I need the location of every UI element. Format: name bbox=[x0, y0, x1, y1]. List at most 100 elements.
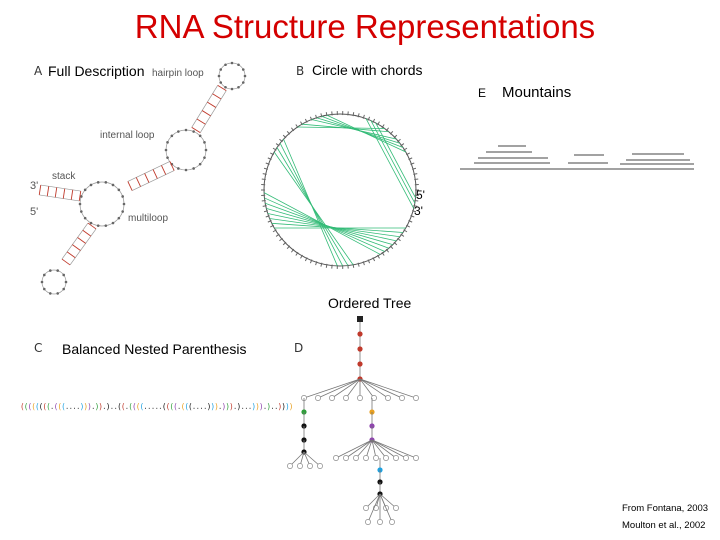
base-pair-chord bbox=[283, 138, 338, 267]
outer-stack-strand bbox=[39, 194, 80, 202]
parenthesis-char: ) bbox=[285, 402, 290, 411]
nucleotide bbox=[241, 81, 245, 84]
parenthesis-char: . bbox=[154, 402, 159, 411]
nucleotide bbox=[64, 280, 68, 284]
parenthesis-char: . bbox=[240, 402, 245, 411]
parenthesis-char: ) bbox=[206, 402, 212, 411]
nucleotide bbox=[198, 162, 202, 166]
nucleotide bbox=[224, 85, 227, 89]
circle-tick bbox=[261, 178, 266, 181]
circle-tick bbox=[282, 241, 287, 246]
unpaired-leaf bbox=[317, 463, 323, 469]
base-pair bbox=[46, 186, 50, 197]
parenthesis-char: ) bbox=[288, 402, 294, 411]
tree-edge bbox=[371, 439, 397, 459]
circle-tick bbox=[290, 127, 295, 132]
base-pair bbox=[212, 93, 222, 100]
parenthesis-char: ) bbox=[98, 402, 103, 411]
circle-tick bbox=[408, 157, 413, 160]
nucleotide bbox=[62, 287, 66, 291]
circle-tick bbox=[362, 114, 365, 119]
base-pair bbox=[161, 165, 167, 175]
panel-e-label: Mountains bbox=[502, 84, 572, 101]
circle-tick bbox=[286, 245, 291, 250]
parenthesis-char: ( bbox=[20, 402, 25, 411]
base-pair bbox=[152, 169, 158, 179]
circle-tick bbox=[272, 147, 277, 151]
circle-tick bbox=[385, 248, 390, 253]
unpaired-leaf bbox=[343, 395, 349, 401]
parenthesis-char: ) bbox=[214, 402, 219, 411]
circle-tick bbox=[377, 121, 380, 126]
nucleotide bbox=[48, 269, 52, 272]
parenthesis-char: . bbox=[146, 402, 152, 411]
nucleotide bbox=[111, 183, 115, 187]
nucleotide bbox=[198, 134, 202, 138]
nucleotide bbox=[177, 130, 180, 133]
circle-tick bbox=[262, 205, 267, 207]
base-pair bbox=[62, 188, 66, 199]
circle-tick bbox=[270, 224, 275, 228]
tree-edge bbox=[367, 493, 381, 523]
parenthesis-char: . bbox=[262, 402, 268, 411]
base-pair bbox=[72, 244, 81, 251]
tree-edge bbox=[331, 378, 361, 399]
nucleotide bbox=[48, 292, 52, 295]
tree-edge bbox=[303, 451, 321, 467]
nucleotide bbox=[62, 273, 66, 277]
nucleotide bbox=[96, 181, 100, 184]
unpaired-leaf bbox=[363, 505, 369, 511]
parenthesis-char: . bbox=[232, 402, 238, 411]
parenthesis-char: . bbox=[247, 402, 253, 411]
parenthesis-char: ) bbox=[94, 402, 100, 411]
nucleotide bbox=[121, 195, 124, 198]
circle-tick bbox=[279, 138, 283, 143]
lower-stem-strand bbox=[61, 222, 89, 260]
circle-tick bbox=[413, 173, 418, 175]
parenthesis-char: ) bbox=[229, 402, 234, 411]
nucleotide bbox=[104, 224, 108, 227]
five-prime-label-b: 5' bbox=[416, 188, 425, 202]
parenthesis-char: . bbox=[90, 402, 96, 411]
nucleotide bbox=[121, 210, 124, 213]
circle-tick bbox=[414, 199, 419, 202]
parenthesis-char: ( bbox=[34, 402, 40, 411]
parenthesis-char: ) bbox=[221, 402, 227, 411]
panel-b-letter: B bbox=[296, 64, 305, 78]
parenthesis-char: ( bbox=[165, 402, 171, 411]
base-pair bbox=[201, 110, 211, 117]
tree-root bbox=[357, 316, 363, 322]
credit-moulton: Moulton et al., 2002 bbox=[622, 520, 706, 531]
parenthesis-char: ) bbox=[259, 402, 264, 411]
parenthesis-char: ) bbox=[251, 402, 257, 411]
unpaired-leaf bbox=[371, 395, 377, 401]
base-pair bbox=[54, 187, 58, 198]
nucleotide bbox=[89, 183, 93, 187]
tree-edge bbox=[359, 378, 389, 399]
circle-tick bbox=[290, 248, 295, 253]
parenthesis-char: . bbox=[217, 402, 223, 411]
circle-tick bbox=[320, 262, 323, 267]
nucleotide bbox=[56, 269, 60, 272]
panel-c-label: Balanced Nested Parenthesis bbox=[62, 341, 247, 357]
circle-tick bbox=[410, 162, 415, 165]
circle-tick bbox=[275, 143, 280, 147]
stack-label: stack bbox=[52, 171, 76, 182]
nucleotide bbox=[237, 85, 240, 89]
circle-tick bbox=[410, 215, 415, 218]
unpaired-leaf bbox=[365, 519, 371, 525]
unpaired-leaf bbox=[343, 455, 349, 461]
tree-edge bbox=[371, 439, 407, 459]
parenthesis-char: ( bbox=[31, 402, 36, 411]
tree-edge bbox=[371, 439, 387, 459]
parenthesis-char: . bbox=[158, 402, 163, 411]
unpaired-leaf bbox=[287, 463, 293, 469]
parenthesis-char: ( bbox=[180, 402, 186, 411]
circle-tick bbox=[315, 261, 318, 266]
circle-tick bbox=[286, 130, 291, 135]
panel-b-label: Circle with chords bbox=[312, 62, 423, 78]
nucleotide bbox=[230, 87, 234, 91]
parenthesis-char: ( bbox=[132, 402, 137, 411]
